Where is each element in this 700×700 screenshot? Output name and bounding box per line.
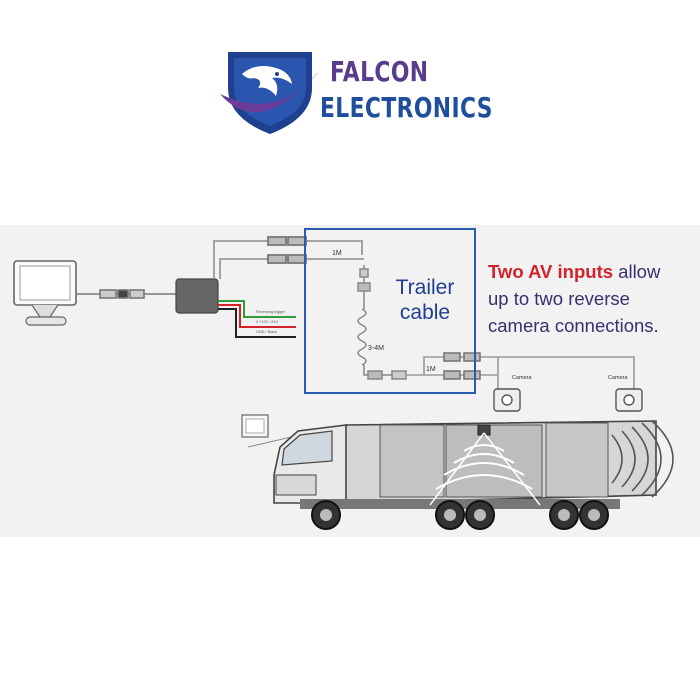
wiring-diagram: Reversing trigger 3 +12V / 24V GND / Bla…: [0, 225, 700, 537]
monitor-icon: [13, 260, 77, 326]
trailer-label-line1: Trailer: [395, 276, 455, 299]
callout-highlight: Two AV inputs: [488, 261, 614, 282]
wire-label-3: GND / Black: [256, 330, 277, 334]
camera-icon-1: [493, 388, 521, 412]
side-camera-coverage: [611, 420, 674, 498]
wire-label-1: Reversing trigger: [256, 310, 286, 314]
falcon-shield-icon: [220, 52, 320, 134]
brand-name-line1: FALCON: [330, 55, 429, 88]
length-label-2: 3-4M: [368, 345, 384, 352]
camera-label-2: Camera: [608, 375, 629, 381]
av-cable-upper: [213, 236, 364, 279]
rear-camera-coverage: [429, 424, 541, 506]
camera-label-1: Camera: [512, 375, 533, 381]
trailer-cable-label: Trailer cable: [380, 275, 470, 325]
trailer-label-line2: cable: [399, 301, 451, 325]
callout-line2: up to two reverse: [488, 287, 630, 309]
diagram-illustration: Reversing trigger 3 +12V / 24V GND / Bla…: [13, 228, 674, 530]
monitor-cable: [76, 289, 176, 299]
brand-logo: FALCON ELECTRONICS: [220, 44, 493, 136]
trailer-cable-box: [304, 228, 476, 394]
brand-name-line2: ELECTRONICS: [320, 91, 493, 124]
camera-output-cables: [406, 352, 635, 391]
length-label-1: 1M: [332, 250, 342, 257]
control-box-icon: [175, 278, 219, 314]
av-inputs-callout: Two AV inputs allow up to two reverse ca…: [488, 259, 700, 339]
callout-line1-rest: allow: [613, 261, 661, 282]
callout-line3: camera connections.: [488, 314, 659, 336]
camera-icon-2: [615, 388, 643, 412]
wire-label-2: 3 +12V / 24V: [256, 320, 279, 324]
power-wires: [218, 300, 296, 338]
length-label-3: 1M: [426, 366, 436, 373]
